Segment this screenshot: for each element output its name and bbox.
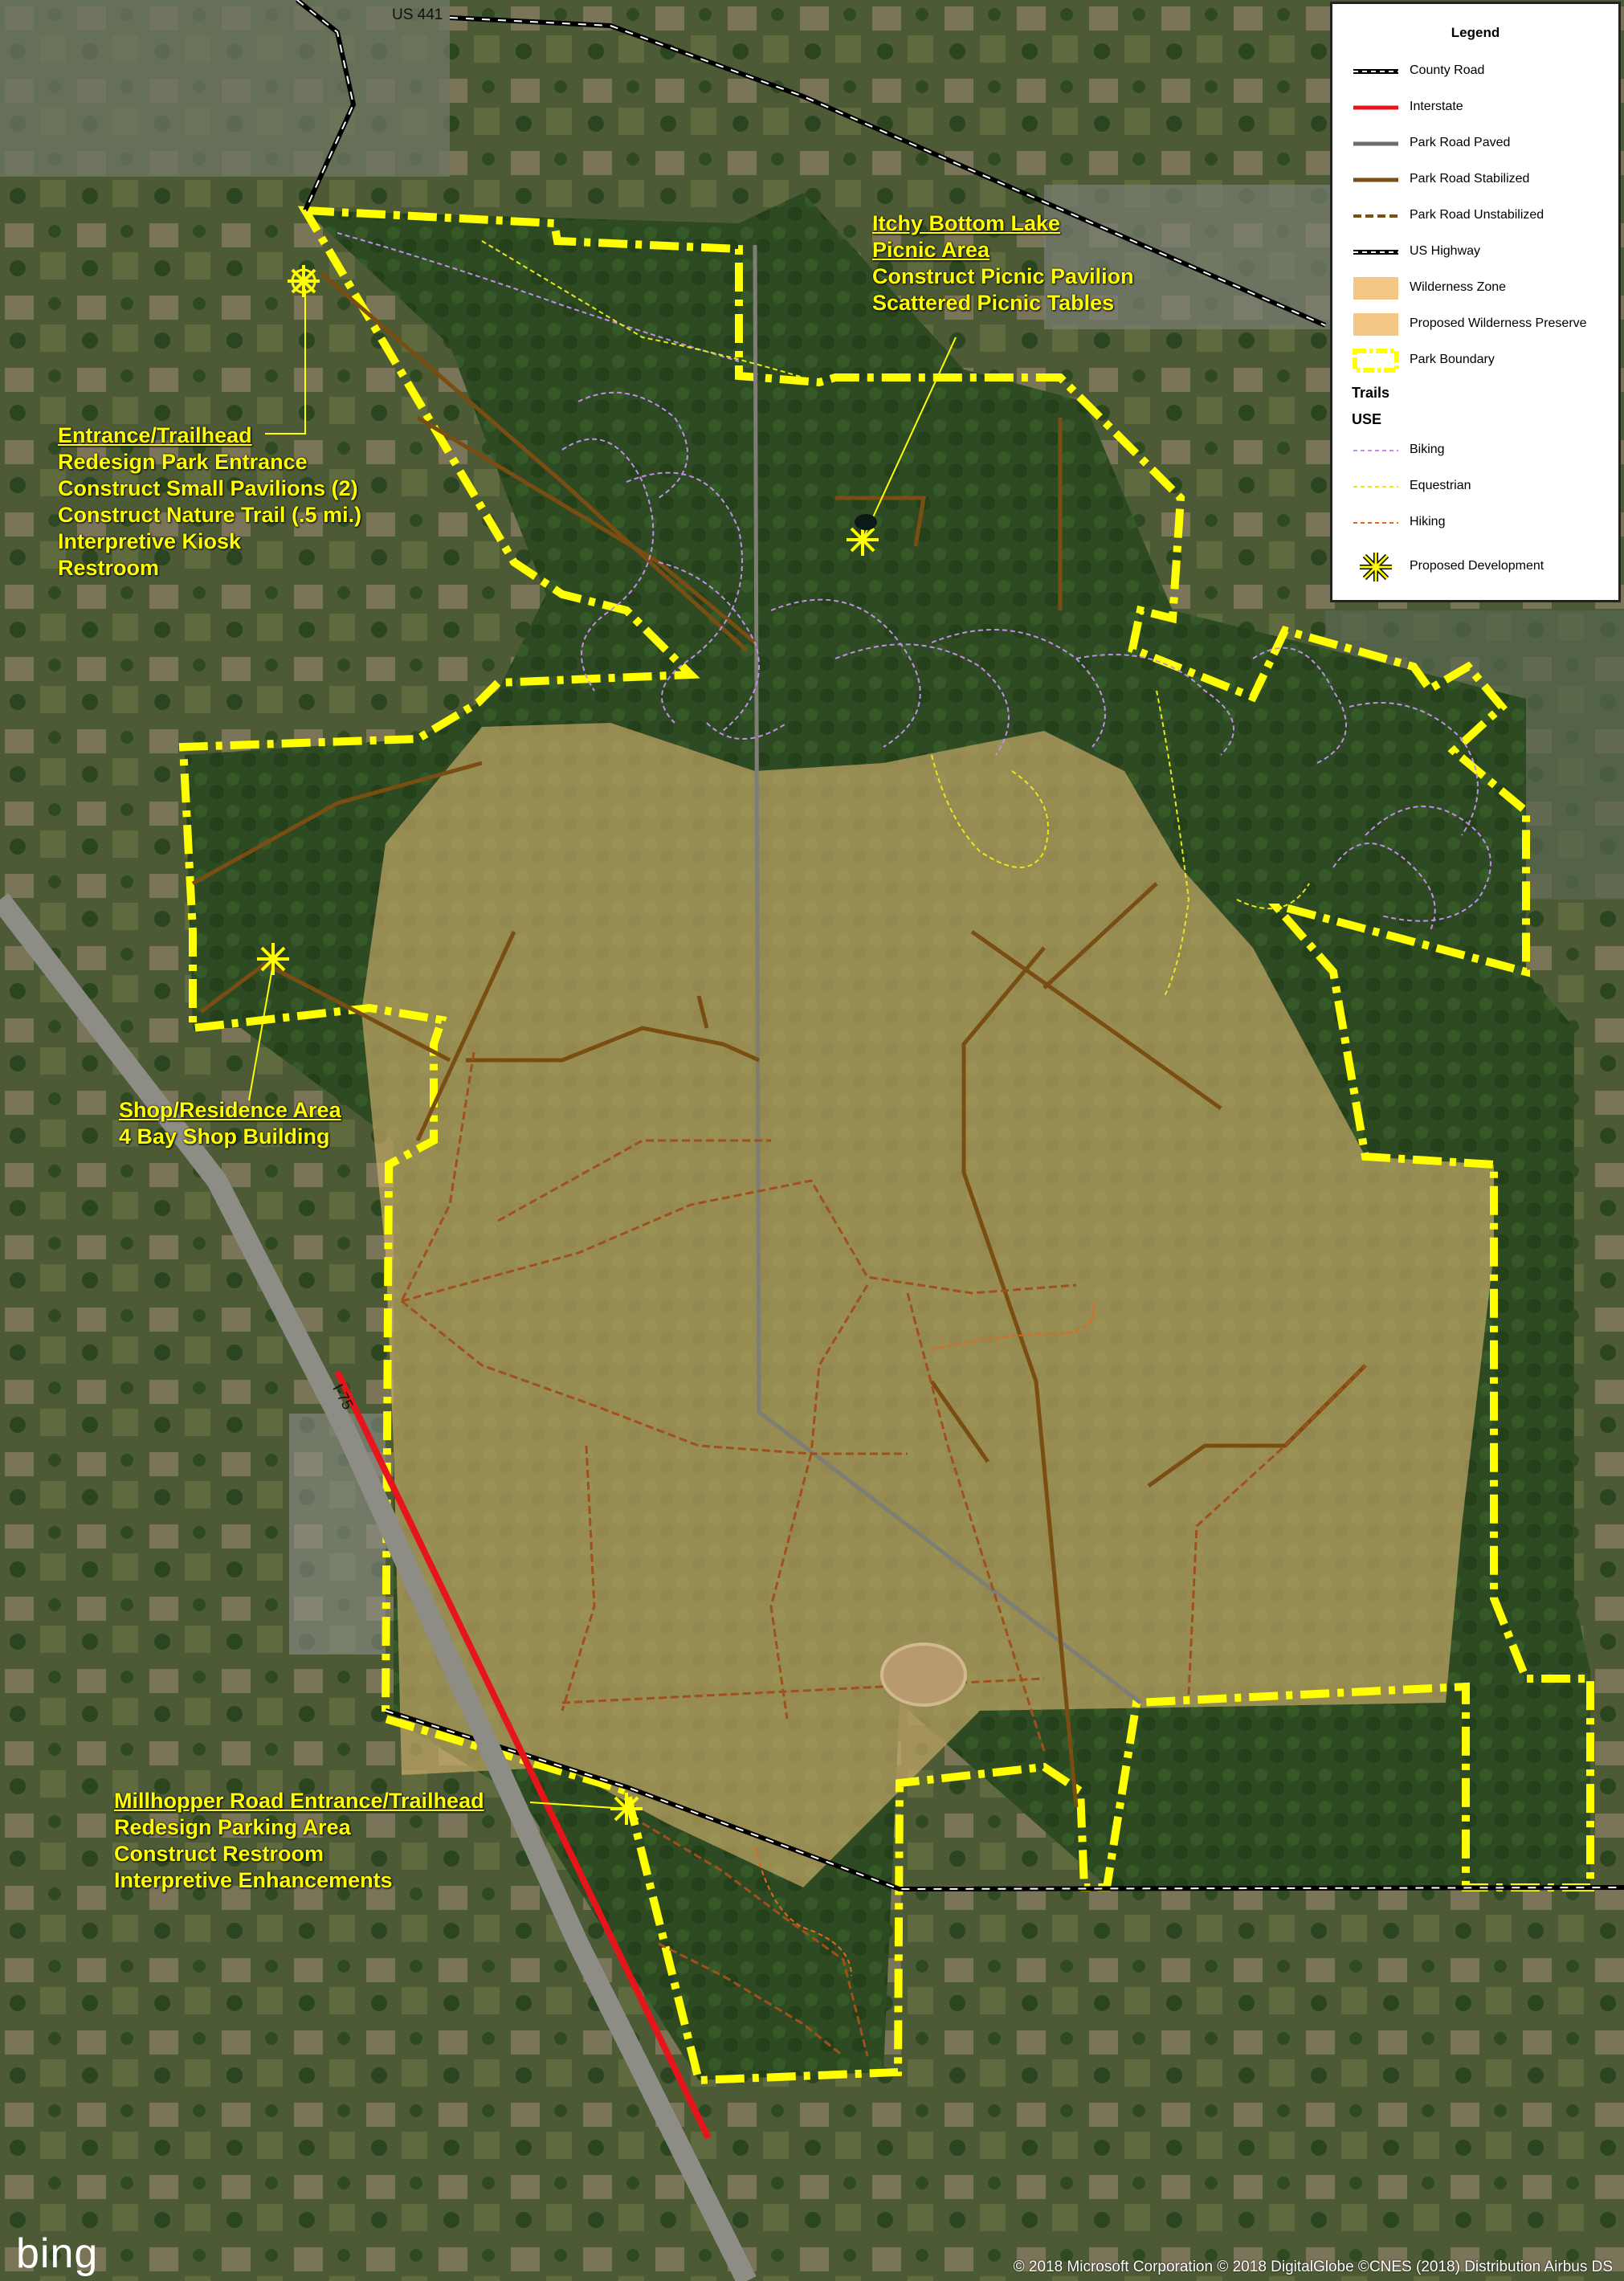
trails-hiking <box>754 1300 1095 1977</box>
legend-trails-heading: Trails <box>1352 385 1390 401</box>
callout-millhopper-line: Redesign Parking Area <box>114 1815 351 1839</box>
callout-entrance-line: Construct Small Pavilions (2) <box>58 476 358 500</box>
equestrian-trail-symbol <box>1353 486 1398 488</box>
development-marker-shop-residence[interactable] <box>257 943 289 975</box>
callout-shop-title: Shop/Residence Area <box>119 1098 341 1122</box>
legend-label: Park Boundary <box>1410 353 1495 366</box>
callout-entrance-line: Interpretive Kiosk <box>58 529 242 553</box>
legend-label: Park Road Paved <box>1410 136 1511 149</box>
legend-label: Proposed Development <box>1410 559 1544 573</box>
callout-millhopper-line: Construct Restroom <box>114 1842 324 1866</box>
callout-entrance-title: Entrance/Trailhead <box>58 423 252 447</box>
i75-interstate <box>334 1370 712 2140</box>
legend-item-equestrian: Equestrian <box>1332 471 1618 503</box>
bing-logo: bing <box>16 2230 99 2277</box>
trails-equestrian <box>481 240 1310 997</box>
callout-picnic-line: Scattered Picnic Tables <box>872 291 1115 315</box>
urban-area-north <box>0 0 450 177</box>
callout-millhopper: Millhopper Road Entrance/Trailhead Redes… <box>114 1788 484 1894</box>
callout-millhopper-title: Millhopper Road Entrance/Trailhead <box>114 1789 484 1813</box>
legend-label: Park Road Unstabilized <box>1410 208 1544 222</box>
sinkhole-pond <box>880 1642 967 1707</box>
us-highway-symbol <box>1353 250 1398 255</box>
legend-item-hiking: Hiking <box>1332 507 1618 539</box>
legend-label: Interstate <box>1410 100 1463 113</box>
park-boundary <box>178 206 1594 2085</box>
callout-entrance-line: Restroom <box>58 556 160 580</box>
county-road-symbol <box>1353 69 1398 74</box>
development-marker-entrance[interactable] <box>288 265 320 297</box>
i75-corridor <box>0 893 757 2281</box>
legend-label: Equestrian <box>1410 479 1471 492</box>
legend-label: Park Road Stabilized <box>1410 172 1530 186</box>
legend-label: Biking <box>1410 443 1445 456</box>
proposed-wilderness-preserve-symbol <box>1353 313 1398 336</box>
us-441-label: US 441 <box>392 6 443 23</box>
park-boundary-symbol <box>1353 349 1399 373</box>
copyright-attribution: © 2018 Microsoft Corporation © 2018 Digi… <box>1013 2259 1613 2275</box>
legend-item-proposed-wilderness-preserve: Proposed Wilderness Preserve <box>1332 308 1618 341</box>
legend-label: County Road <box>1410 63 1485 77</box>
legend-item-proposed-development: Proposed Development <box>1332 551 1618 583</box>
trails-biking <box>337 232 1491 932</box>
callout-millhopper-line: Interpretive Enhancements <box>114 1868 393 1892</box>
map-legend: Legend County Road Interstate Park Road … <box>1330 2 1621 602</box>
legend-item-interstate: Interstate <box>1332 92 1618 124</box>
itchy-bottom-lake <box>855 514 877 530</box>
legend-label: US Highway <box>1410 244 1481 258</box>
callout-picnic-title-2: Picnic Area <box>872 238 990 262</box>
legend-item-us-highway: US Highway <box>1332 236 1618 268</box>
legend-label: Hiking <box>1410 515 1446 528</box>
callout-entrance-trailhead: Entrance/Trailhead Redesign Park Entranc… <box>58 422 361 581</box>
legend-label: Proposed Wilderness Preserve <box>1410 316 1587 330</box>
hiking-trail-symbol <box>1353 522 1398 524</box>
greenhouses-west <box>289 1414 386 1655</box>
callout-shop-residence: Shop/Residence Area 4 Bay Shop Building <box>119 1097 341 1150</box>
legend-use-heading: USE <box>1352 411 1382 427</box>
callout-entrance-line: Redesign Park Entrance <box>58 450 308 474</box>
wilderness-zone-symbol <box>1353 277 1398 300</box>
callout-picnic-area: Itchy Bottom Lake Picnic Area Construct … <box>872 210 1134 316</box>
legend-item-park-road-paved: Park Road Paved <box>1332 128 1618 160</box>
callout-leader-lines <box>248 289 957 1810</box>
park-road-stabilized <box>191 271 1367 1808</box>
callout-entrance-line: Construct Nature Trail (.5 mi.) <box>58 503 362 527</box>
legend-item-county-road: County Road <box>1332 55 1618 88</box>
legend-title: Legend <box>1451 25 1500 40</box>
legend-item-park-road-unstabilized: Park Road Unstabilized <box>1332 200 1618 232</box>
park-road-stabilized-symbol <box>1353 178 1398 182</box>
biking-trail-symbol <box>1353 450 1398 451</box>
legend-item-park-boundary: Park Boundary <box>1332 345 1618 377</box>
callout-shop-line: 4 Bay Shop Building <box>119 1124 330 1149</box>
park-road-paved-symbol <box>1353 141 1398 146</box>
legend-item-wilderness-zone: Wilderness Zone <box>1332 272 1618 304</box>
legend-item-park-road-stabilized: Park Road Stabilized <box>1332 164 1618 196</box>
proposed-wilderness-preserve <box>361 723 1494 1887</box>
park-road-paved <box>753 244 1142 1704</box>
interstate-symbol <box>1353 105 1398 110</box>
park-road-unstabilized-symbol <box>1353 214 1398 218</box>
proposed-development-icon <box>1360 553 1392 581</box>
legend-item-biking: Biking <box>1332 435 1618 467</box>
callout-picnic-line: Construct Picnic Pavilion <box>872 264 1134 288</box>
callout-picnic-title-1: Itchy Bottom Lake <box>872 211 1061 235</box>
legend-label: Wilderness Zone <box>1410 280 1507 294</box>
